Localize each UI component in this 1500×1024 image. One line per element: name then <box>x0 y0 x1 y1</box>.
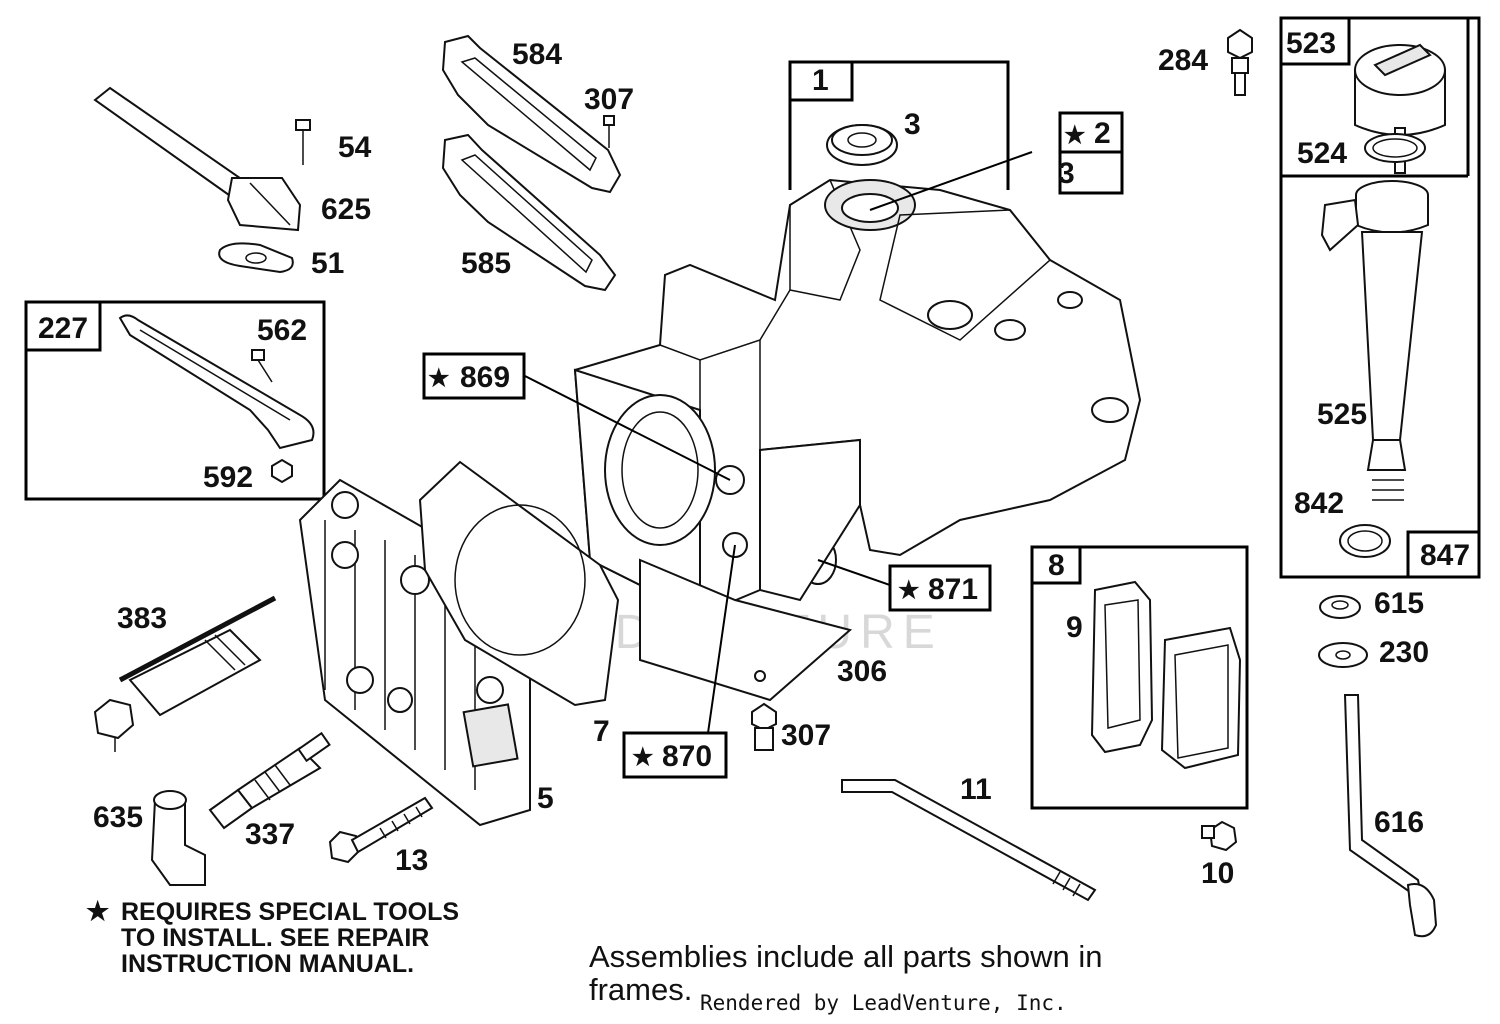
gasket-584-part <box>441 34 622 194</box>
label-523: 523 <box>1286 27 1336 60</box>
label-383: 383 <box>117 602 167 635</box>
label-616: 616 <box>1374 806 1424 839</box>
footer-line-1: Assemblies include all parts shown in <box>589 939 1102 974</box>
label-10: 10 <box>1201 857 1234 890</box>
leader-2 <box>869 151 1033 211</box>
star-871: ★ <box>898 577 920 604</box>
label-7: 7 <box>593 715 610 748</box>
dipstick-tube-part <box>1320 180 1429 558</box>
star-2: ★ <box>1064 122 1086 149</box>
callout-869-box <box>422 352 526 400</box>
note-line-1: REQUIRES SPECIAL TOOLS <box>121 898 459 926</box>
label-562: 562 <box>257 314 307 347</box>
label-3-box: 3 <box>1058 157 1075 190</box>
label-306: 306 <box>837 655 887 688</box>
dipstick-tube-11-part <box>841 779 1097 902</box>
label-635: 635 <box>93 801 143 834</box>
leader-870 <box>707 544 736 734</box>
bolt-284-part <box>1227 28 1253 96</box>
governor-lever-part <box>118 314 315 484</box>
screw-307-lower-part <box>751 702 777 751</box>
bolt-13-part <box>328 796 434 864</box>
label-13: 13 <box>395 844 428 877</box>
label-525: 525 <box>1317 398 1367 431</box>
washer-230-part <box>1318 642 1368 668</box>
label-1: 1 <box>812 64 829 97</box>
note-star: ★ <box>86 896 110 926</box>
frame-847 <box>1279 16 1481 579</box>
label-592: 592 <box>203 461 253 494</box>
label-11: 11 <box>960 773 992 806</box>
label-524: 524 <box>1297 137 1347 170</box>
frame-847-tag <box>1406 530 1481 579</box>
link-616-part <box>1343 694 1438 938</box>
frame-2-tag <box>1058 111 1124 154</box>
label-870: 870 <box>662 740 712 773</box>
label-8: 8 <box>1048 549 1065 582</box>
rendered-by-text: Rendered by LeadVenture, Inc. <box>700 991 1067 1015</box>
label-307-lower: 307 <box>781 719 831 752</box>
label-51: 51 <box>311 247 344 280</box>
breather-gasket-9-part <box>1090 580 1154 754</box>
star-869: ★ <box>428 365 450 392</box>
label-584: 584 <box>512 38 562 71</box>
label-615: 615 <box>1374 587 1424 620</box>
label-5: 5 <box>537 782 554 815</box>
frame-227-tag <box>24 300 102 352</box>
gasket-585-part <box>441 133 617 292</box>
frame-227 <box>24 300 326 501</box>
label-847: 847 <box>1420 539 1470 572</box>
label-3-upper: 3 <box>904 108 921 141</box>
breather-cover-part <box>1160 626 1242 770</box>
leader-869 <box>522 374 731 481</box>
frame-8 <box>1030 545 1249 810</box>
label-869: 869 <box>460 361 510 394</box>
tool-383-part <box>93 595 277 752</box>
frame-8-tag <box>1030 545 1082 585</box>
oil-seal-3-part <box>826 124 898 166</box>
breather-tube-part <box>93 86 311 274</box>
spark-plug-337-part <box>208 731 331 830</box>
callout-871-box <box>888 564 992 612</box>
label-230: 230 <box>1379 636 1429 669</box>
head-gasket-part <box>418 460 620 707</box>
label-337: 337 <box>245 818 295 851</box>
cylinder-block-part <box>573 178 1142 702</box>
label-625: 625 <box>321 193 371 226</box>
label-54: 54 <box>338 131 372 164</box>
footer-line-2: frames. <box>589 972 692 1007</box>
star-870: ★ <box>632 744 654 771</box>
leader-871 <box>817 559 891 586</box>
frame-523-tag <box>1279 16 1351 66</box>
label-9: 9 <box>1066 611 1083 644</box>
label-585: 585 <box>461 247 511 280</box>
washer-615-part <box>1319 595 1361 619</box>
note-line-2: TO INSTALL. SEE REPAIR <box>121 924 429 952</box>
note-line-3: INSTRUCTION MANUAL. <box>121 950 414 978</box>
label-2: 2 <box>1094 117 1111 150</box>
label-871: 871 <box>928 573 978 606</box>
frame-1 <box>788 60 1010 190</box>
plug-boot-635-part <box>150 790 206 886</box>
dipstick-cap-part <box>1354 43 1446 174</box>
callout-870-box <box>622 731 728 779</box>
label-284: 284 <box>1158 44 1208 77</box>
label-227: 227 <box>38 312 88 345</box>
label-842: 842 <box>1294 487 1344 520</box>
screw-10-part <box>1201 820 1238 852</box>
label-307-upper: 307 <box>584 83 634 116</box>
